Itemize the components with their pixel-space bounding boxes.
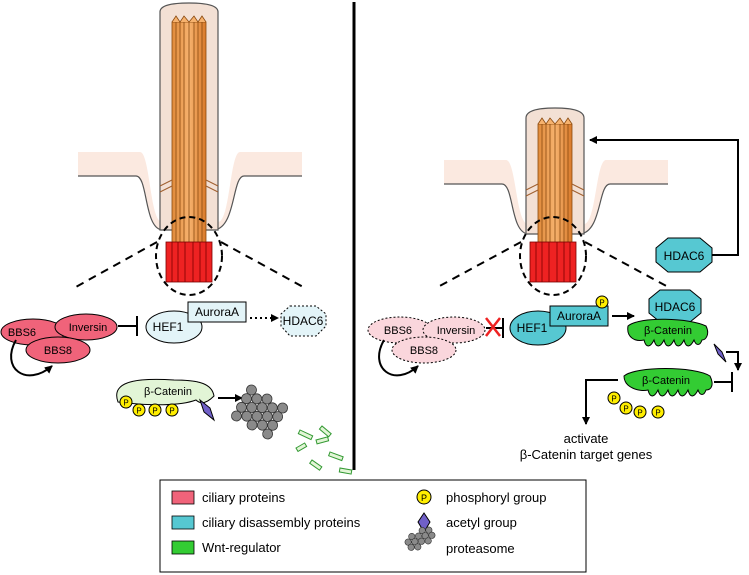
left-zoom-line-1	[73, 241, 158, 289]
right-deacetylation-arrow	[726, 351, 742, 371]
auroraa-protein	[187, 301, 247, 323]
released-phosphates: P P P P	[607, 391, 665, 419]
bbs6-label: BBS6	[384, 325, 412, 337]
svg-text:P: P	[623, 405, 628, 414]
svg-text:P: P	[152, 407, 157, 416]
right-zoom-circle	[519, 216, 587, 296]
right-hef1-complex: HEF1 AuroraA P	[509, 295, 609, 346]
legend-label-acetyl: acetyl group	[446, 515, 517, 530]
bbs8-protein	[391, 336, 457, 364]
legend-box	[159, 479, 587, 573]
right-basal-body	[529, 241, 577, 283]
blocked-cross-icon	[485, 317, 501, 337]
auroraa-label: AuroraA	[557, 309, 601, 323]
hdac6-complex-label: HDAC6	[655, 300, 696, 314]
svg-text:P: P	[169, 407, 174, 416]
beta-catenin-label: β-Catenin	[644, 325, 692, 337]
left-zoom-line-2	[220, 241, 306, 289]
right-gene-activation-arrow	[582, 379, 618, 425]
acetyl-diamond-icon	[713, 343, 727, 363]
phosphoryl-icon: P	[607, 391, 621, 405]
svg-text:P: P	[637, 409, 642, 418]
phosphoryl-icon: P	[165, 403, 179, 417]
beta-catenin-label: β-Catenin	[642, 375, 690, 387]
svg-text:P: P	[599, 299, 604, 308]
right-zoom-line-1	[435, 241, 522, 289]
phosphoryl-icon: P	[595, 295, 609, 309]
activate-line2: β-Catenin target genes	[520, 447, 653, 462]
left-hef1-complex: HEF1 AuroraA	[145, 301, 247, 344]
hef1-label: HEF1	[153, 320, 184, 334]
svg-text:P: P	[136, 407, 141, 416]
bbs6-label: BBS6	[8, 327, 36, 339]
left-zoom-circle	[155, 216, 223, 296]
beta-catenin-protein	[627, 318, 709, 347]
right-hdac6-top: HDAC6	[655, 237, 713, 273]
bbs8-label: BBS8	[44, 345, 72, 357]
phosphoryl-icon: P	[148, 403, 162, 417]
left-axoneme	[171, 15, 207, 245]
proteasome-icon	[404, 526, 436, 551]
degraded-fragments	[295, 425, 353, 475]
phosphoryl-icon: P	[619, 401, 633, 415]
right-zoom-line-2	[584, 241, 671, 289]
right-beta-catenin-2: β-Catenin	[623, 368, 713, 397]
bbs8-label: BBS8	[410, 345, 438, 357]
phosphoryl-icon: P	[651, 405, 665, 419]
hdac6-octagon	[280, 305, 327, 337]
right-hdac6-complex: HDAC6	[648, 289, 702, 323]
acetyl-diamond-icon	[198, 398, 216, 422]
legend-label-proteasome: proteasome	[446, 541, 515, 556]
right-curved-arrow	[378, 339, 419, 377]
inversin-label: Inversin	[437, 325, 476, 337]
legend-swatch-disassembly	[171, 515, 195, 530]
hdac6-label: HDAC6	[283, 314, 324, 328]
proteasome-icon	[231, 384, 289, 440]
hdac6-top-label: HDAC6	[664, 249, 705, 263]
legend-label-disassembly: ciliary disassembly proteins	[202, 515, 361, 530]
activate-line1: activate	[564, 431, 609, 446]
hdac6-octagon	[655, 237, 713, 273]
beta-catenin-label: β-Catenin	[144, 386, 192, 398]
inversin-label: Inversin	[69, 322, 108, 334]
svg-text:P: P	[655, 409, 660, 418]
auroraa-label: AuroraA	[195, 305, 239, 319]
legend: ciliary proteins ciliary disassembly pro…	[159, 479, 587, 573]
hef1-label: HEF1	[517, 321, 548, 335]
phosphoryl-icon: P	[633, 405, 647, 419]
phosphoryl-icon: P	[132, 403, 146, 417]
legend-swatch-ciliary	[171, 490, 195, 505]
inversin-protein	[422, 316, 486, 344]
left-bbs-complex: BBS6 Inversin BBS8	[0, 313, 118, 377]
svg-text:P: P	[421, 493, 427, 503]
hdac6-feedback-arrow	[589, 136, 739, 256]
svg-text:P: P	[611, 395, 616, 404]
beta-catenin-protein	[623, 368, 713, 397]
svg-text:P: P	[123, 399, 128, 408]
legend-label-phosphoryl: phosphoryl group	[446, 490, 546, 505]
left-curved-arrow	[10, 339, 53, 377]
left-hdac6: HDAC6	[280, 305, 327, 337]
legend-swatch-wnt	[171, 540, 195, 555]
right-transition-fibers	[525, 183, 585, 197]
right-beta-catenin-1: β-Catenin	[627, 318, 709, 347]
left-basal-body	[165, 241, 213, 283]
bbs8-protein	[25, 336, 91, 364]
beta-catenin-protein	[116, 378, 215, 406]
inversin-protein	[54, 313, 118, 341]
left-cilium	[73, 2, 306, 296]
right-axoneme	[537, 117, 573, 247]
right-bbs-complex: BBS6 Inversin BBS8	[367, 316, 486, 377]
legend-label-wnt: Wnt-regulator	[202, 540, 281, 555]
phosphoryl-icon: P	[416, 489, 432, 505]
right-cilium	[435, 107, 671, 296]
legend-label-ciliary: ciliary proteins	[202, 490, 286, 505]
left-beta-catenin: β-Catenin P P P P	[116, 378, 216, 422]
auroraa-protein	[549, 305, 609, 327]
phosphoryl-icon: P	[119, 395, 133, 409]
left-transition-fibers	[159, 179, 219, 193]
